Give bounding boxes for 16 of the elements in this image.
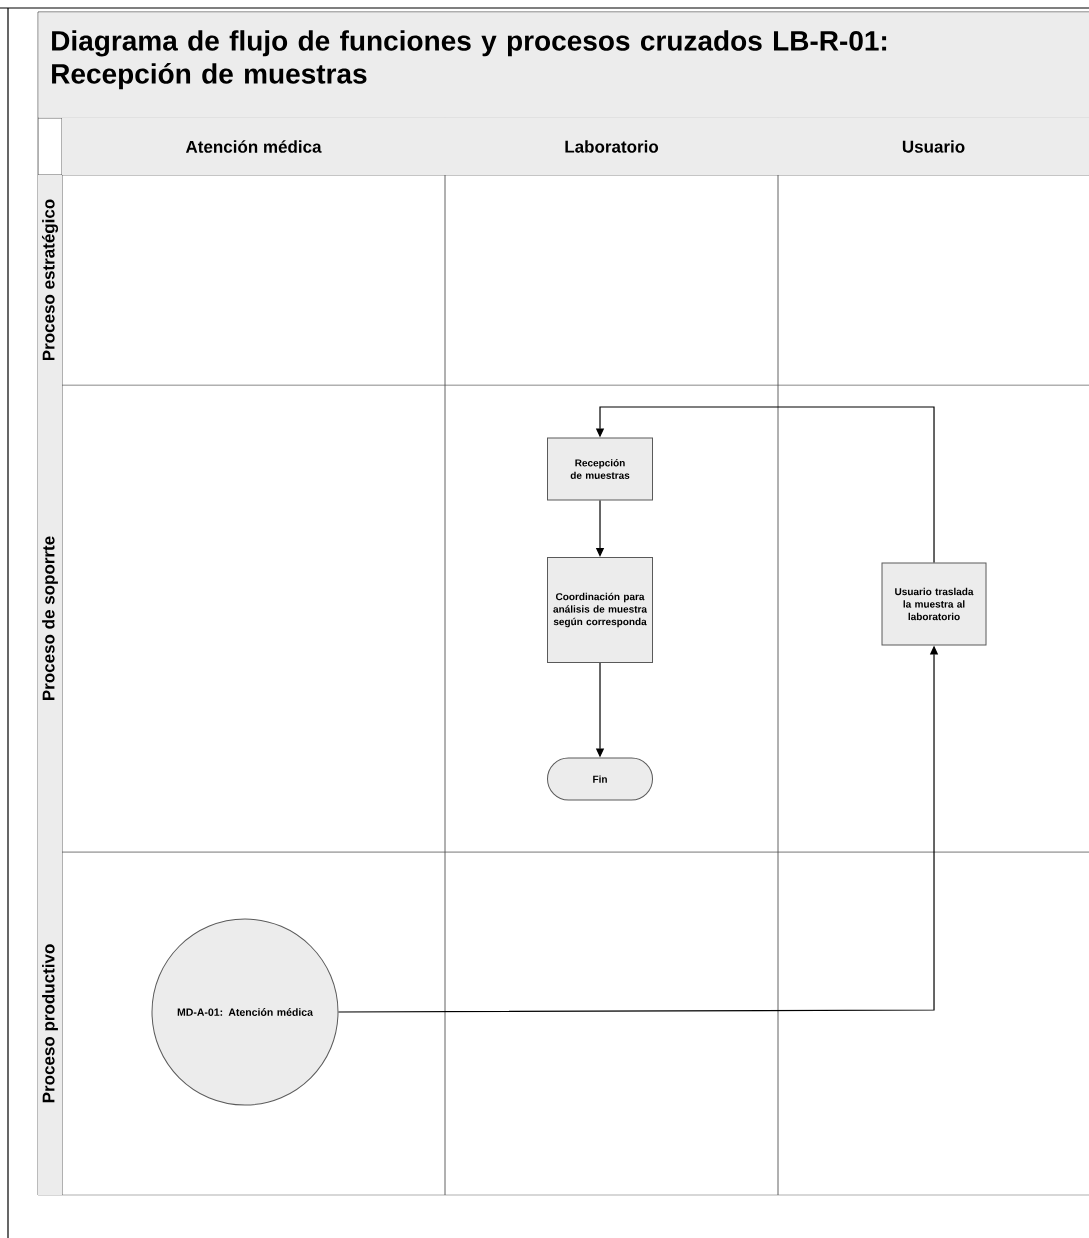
node-label: Proceso estratégico <box>41 199 59 361</box>
process-box: Coordinación para análisis de muestra según corresponda <box>547 557 653 663</box>
process-box: Recepción de muestras <box>547 437 653 501</box>
node-label: Proceso de soporrte <box>42 536 58 701</box>
process-box: Usuario traslada la muestra al laboratorio <box>881 562 987 646</box>
lane-header: Usuario <box>778 118 1089 175</box>
node-label: Laboratorio <box>565 140 659 153</box>
lane-header: Atención médica <box>62 118 445 175</box>
node-label: Proceso productivo <box>42 944 58 1103</box>
node-label: Atención médica <box>185 140 322 153</box>
node-label: Usuario <box>902 140 965 153</box>
title: Diagrama de flujo de funciones y procesos cruzados LB-R-01: Recepción de muestras <box>52 30 887 90</box>
lane-header: Laboratorio <box>445 118 778 175</box>
phase-header: Proceso productivo <box>38 852 62 1195</box>
phase-header: Proceso estratégico <box>38 175 62 385</box>
terminator: Fin <box>547 757 653 801</box>
